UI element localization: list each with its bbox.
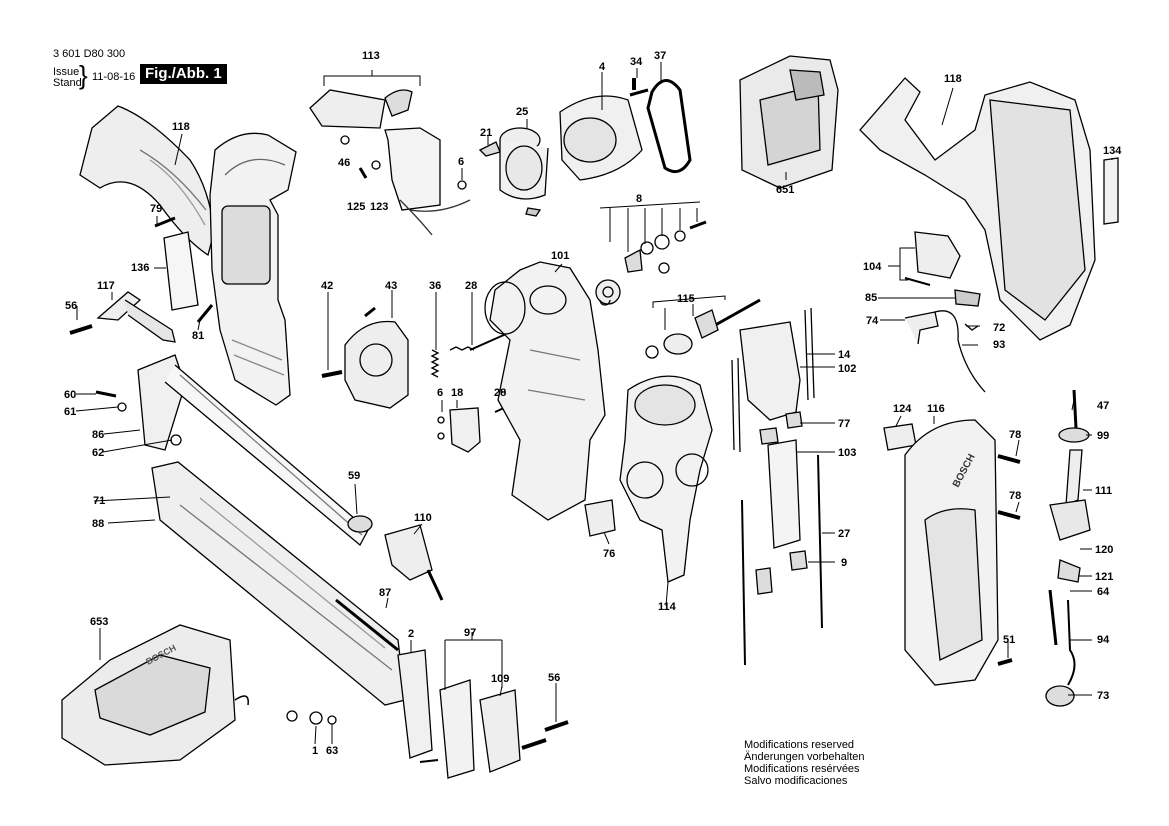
notice-line: Modifications reserved (744, 739, 855, 751)
part-callout: 123 (370, 201, 389, 213)
part-callout: 8 (636, 193, 643, 205)
part-callout: 102 (838, 363, 857, 375)
cam-pulley-part (619, 375, 713, 583)
part-callout: 59 (348, 470, 361, 482)
part-callout: 56 (65, 300, 78, 312)
part-callout: 114 (658, 601, 676, 613)
part-callout: 81 (192, 330, 205, 342)
part-callout: 77 (838, 418, 851, 430)
magazine-rail-part (137, 354, 369, 547)
part-callout: 36 (429, 280, 442, 292)
part-callout: 43 (385, 280, 398, 292)
gear-housing-part (484, 261, 606, 521)
part-callout: 99 (1097, 430, 1110, 442)
part-callout: 60 (64, 389, 77, 401)
part-callout: 56 (548, 672, 561, 684)
notice-line: Salvo modificaciones (744, 775, 848, 787)
magazine-body-part (151, 461, 406, 706)
part-callout: 79 (150, 203, 163, 215)
part-callout: 125 (347, 201, 366, 213)
part-callout: 94 (1097, 634, 1110, 646)
part-callout: 113 (362, 50, 380, 62)
part-callout: 136 (131, 262, 150, 274)
part-callout: 61 (64, 406, 77, 418)
part-callout: 6 (458, 156, 465, 168)
electronics-module-part (309, 89, 471, 236)
part-callout: 93 (993, 339, 1006, 351)
part-callout: 76 (603, 548, 616, 560)
part-callout: 103 (838, 447, 857, 459)
motor-armature-part (559, 88, 649, 181)
part-callout: 110 (414, 512, 432, 524)
part-callout: 21 (480, 127, 493, 139)
part-callout: 73 (1097, 690, 1110, 702)
part-callout: 120 (1095, 544, 1114, 556)
housing-half-right (859, 77, 1096, 341)
part-callout: 9 (841, 557, 848, 569)
part-callout: 124 (893, 403, 912, 415)
main-housing-half (209, 132, 297, 406)
battery-pack-part (739, 55, 839, 189)
leader-lines (75, 62, 1113, 745)
part-callout: 25 (516, 106, 529, 118)
motor-magnet-part (499, 127, 549, 217)
part-callout: 116 (927, 403, 945, 415)
brace-glyph: } (79, 60, 88, 90)
notice-line: Modifications resérvées (744, 763, 860, 775)
part-callout: 87 (379, 587, 392, 599)
part-callout: 101 (551, 250, 570, 262)
issue-label: Issue (53, 66, 80, 78)
notice-line: Änderungen vorbehalten (744, 751, 865, 763)
part-callout: 64 (1097, 586, 1110, 598)
part-callout: 4 (599, 61, 606, 73)
part-callout: 104 (863, 261, 882, 273)
document-number: 3 601 D80 300 (53, 48, 126, 60)
part-callout: 63 (326, 745, 339, 757)
part-callout: 86 (92, 429, 105, 441)
part-callout: 46 (338, 157, 351, 169)
part-callout: 34 (630, 56, 643, 68)
charger-part (61, 624, 249, 766)
part-callout: 651 (776, 184, 795, 196)
part-callout: 72 (993, 322, 1006, 334)
part-callout: 88 (92, 518, 105, 530)
issue-date: 11-08-16 (92, 71, 136, 83)
part-callout: 118 (944, 73, 962, 85)
part-callout: 28 (494, 387, 507, 399)
part-callout: 78 (1009, 490, 1022, 502)
part-callout: 121 (1095, 571, 1114, 583)
part-callout: 28 (465, 280, 478, 292)
part-callout: 78 (1009, 429, 1022, 441)
part-callout: 653 (90, 616, 109, 628)
part-callout: 109 (491, 673, 510, 685)
side-cover-part (904, 419, 999, 686)
part-callout: 134 (1103, 145, 1122, 157)
part-callout: 47 (1097, 400, 1110, 412)
part-callout: 85 (865, 292, 878, 304)
part-callout: 117 (97, 280, 115, 292)
part-callout: 37 (654, 50, 667, 62)
stand-label: Stand (53, 77, 82, 89)
part-callout: 74 (866, 315, 879, 327)
part-callout: 71 (93, 495, 106, 507)
part-callout: 51 (1003, 634, 1016, 646)
part-callout: 115 (677, 293, 695, 305)
part-callout: 42 (321, 280, 334, 292)
part-callout: 27 (838, 528, 851, 540)
part-callout: 62 (92, 447, 105, 459)
part-callout: 14 (838, 349, 851, 361)
handle-housing-part (79, 105, 215, 257)
part-callout: 18 (451, 387, 464, 399)
part-callout: 1 (312, 745, 319, 757)
part-callout: 2 (408, 628, 415, 640)
part-callout: 118 (172, 121, 190, 133)
modification-notice: Modifications reserved Änderungen vorbeh… (744, 739, 864, 787)
part-callout: 111 (1095, 485, 1113, 497)
figure-label: Fig./Abb. 1 (140, 64, 227, 84)
gearbox-part (344, 306, 409, 409)
part-callout: 6 (437, 387, 444, 399)
part-callout: 97 (464, 627, 477, 639)
